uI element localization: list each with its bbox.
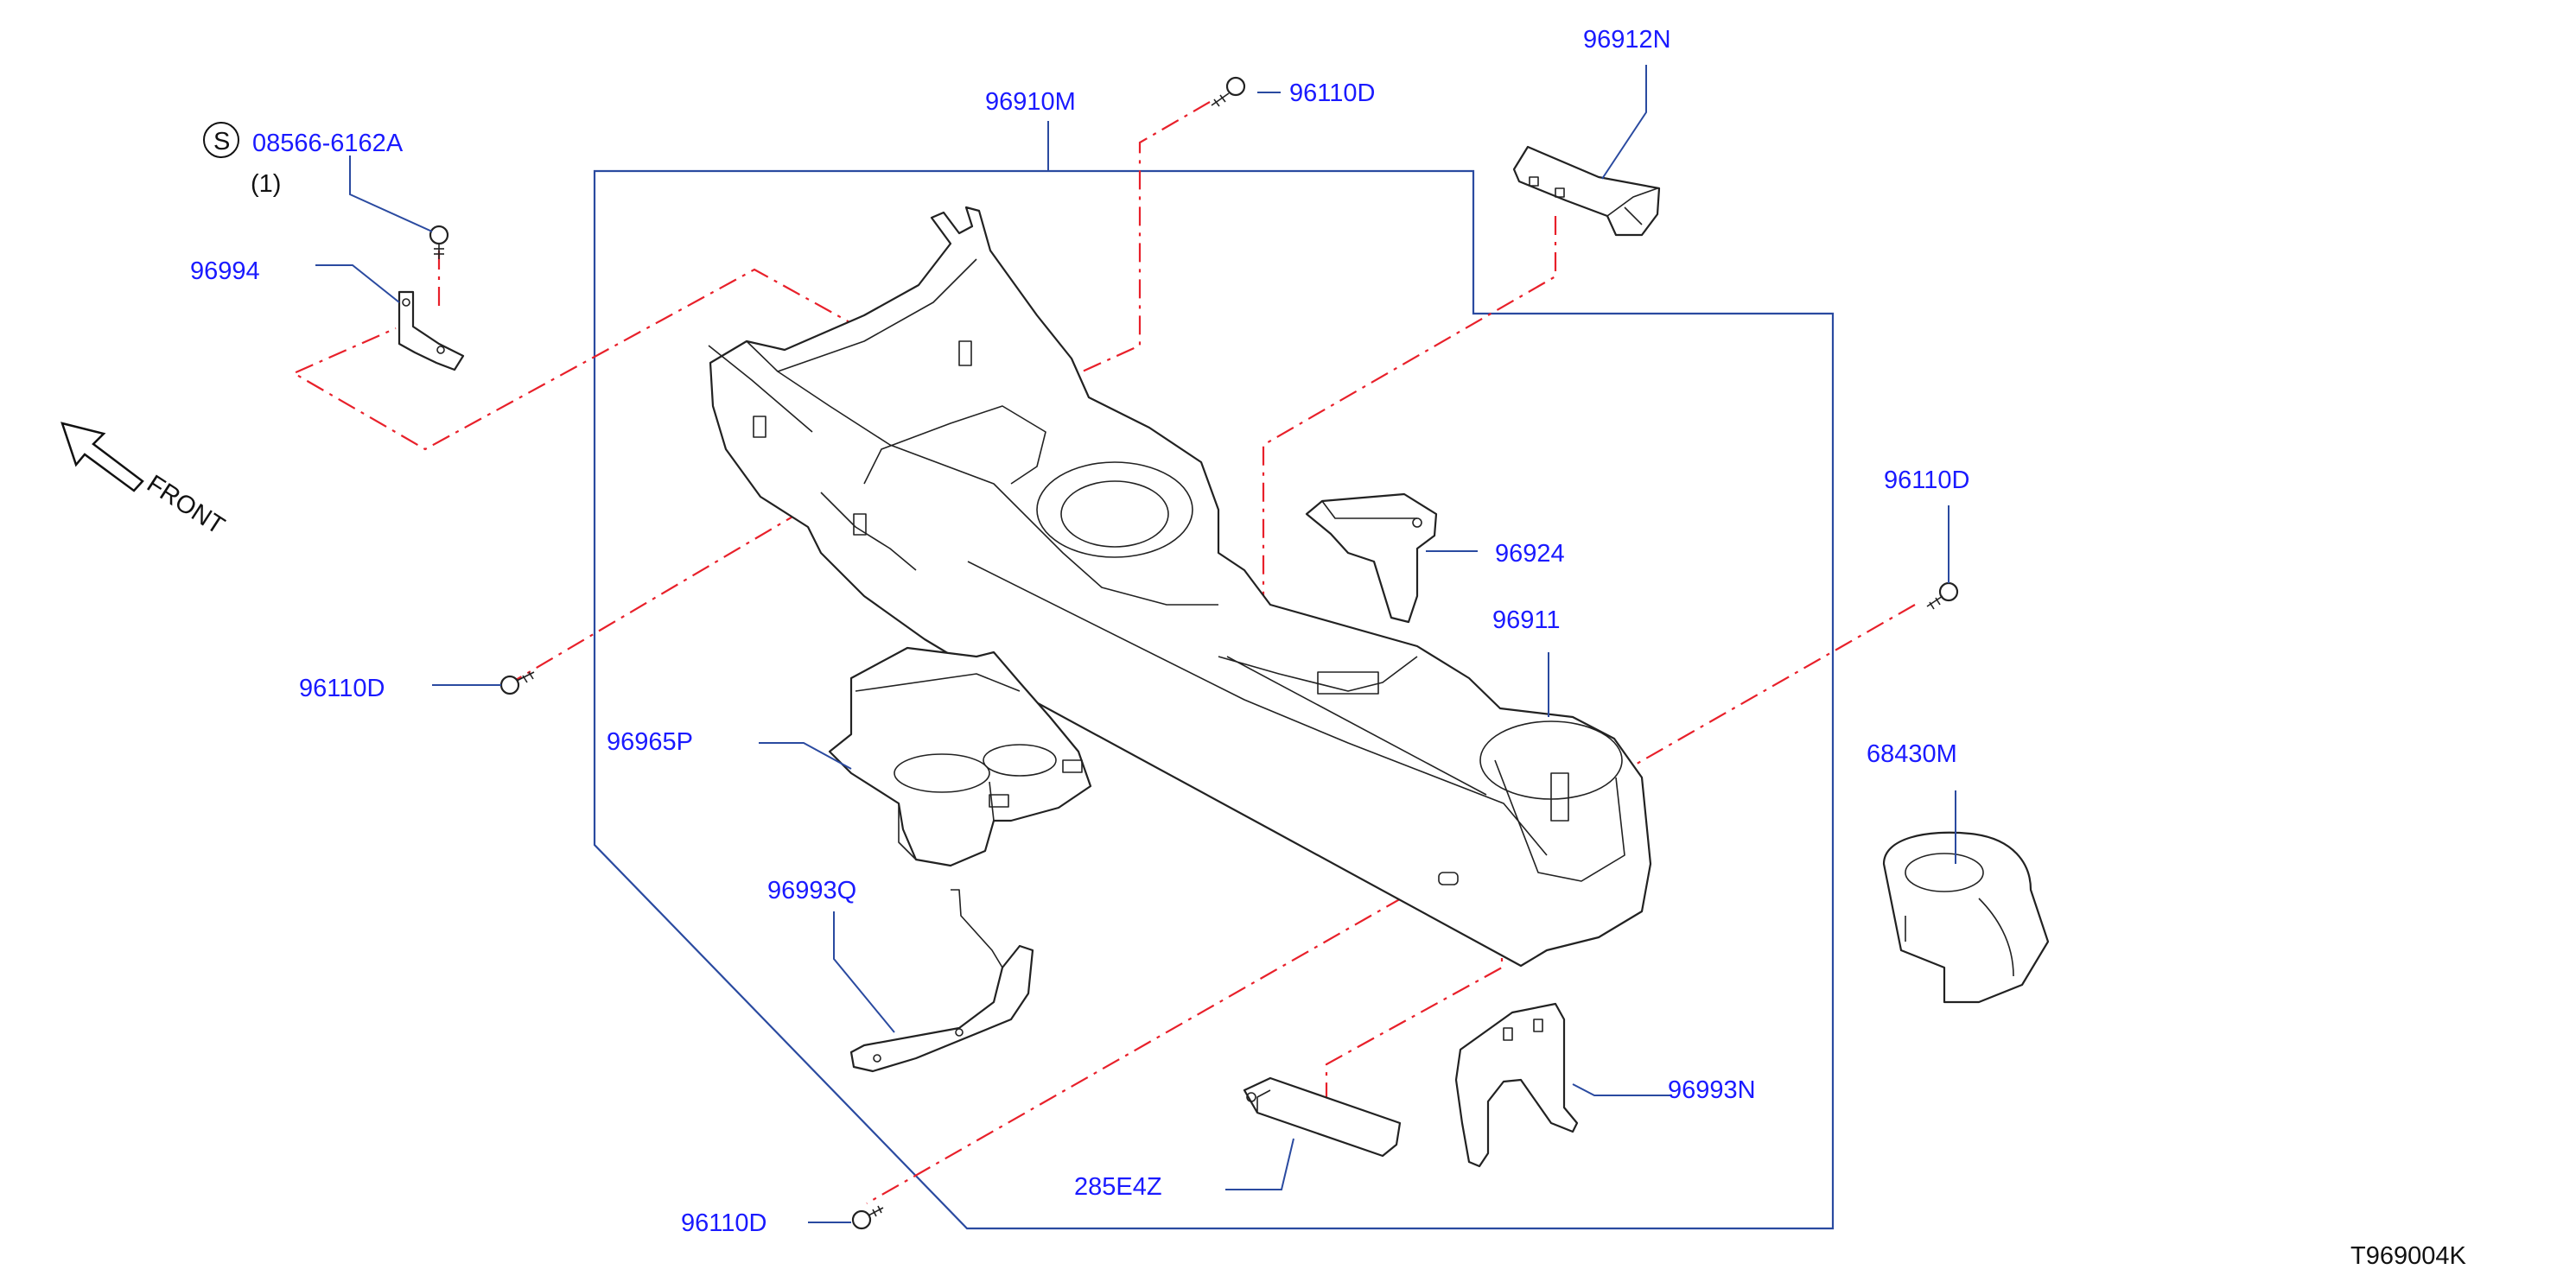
label-285E4Z: 285E4Z [1074,1173,1162,1201]
label-96993Q: 96993Q [767,877,856,904]
label-96110D-left: 96110D [299,675,385,702]
screw-icon [499,671,535,695]
front-arrow-icon [60,422,144,492]
part-96993Q [849,889,1034,1073]
label-96110D-top: 96110D [1289,79,1375,107]
label-68430M: 68430M [1867,740,1957,768]
label-96993N: 96993N [1668,1076,1756,1104]
diagram-id: T969004K [2350,1242,2466,1270]
label-96110D-bottom: 96110D [681,1209,766,1237]
assembly-frame [593,169,1835,1230]
label-96965P: 96965P [607,728,693,756]
part-96965P [828,646,1092,867]
front-label: FRONT [142,470,229,540]
label-96910M: 96910M [985,88,1076,116]
part-285E4Z [1243,1076,1402,1158]
label-96924: 96924 [1495,540,1565,568]
screw-icon [1926,581,1959,610]
label-08566-6162A: 08566-6162A [252,130,404,157]
part-96924 [1305,492,1438,624]
part-68430M [1882,831,2050,1004]
part-96994 [398,290,465,371]
s-symbol-circle [203,122,239,158]
part-96993N [1454,1002,1579,1168]
label-96912N: 96912N [1583,26,1671,54]
label-08566-qty: (1) [251,170,281,198]
label-96911: 96911 [1492,606,1561,634]
screw-icon [1211,76,1246,107]
label-96994: 96994 [190,257,260,285]
leader-lines [315,65,1956,1223]
screw-icon [851,1205,884,1230]
screw-icon [429,225,449,259]
center-console [708,206,1652,968]
part-96912N [1512,145,1661,237]
s-symbol: S [213,128,230,155]
label-96110D-right: 96110D [1884,466,1969,494]
